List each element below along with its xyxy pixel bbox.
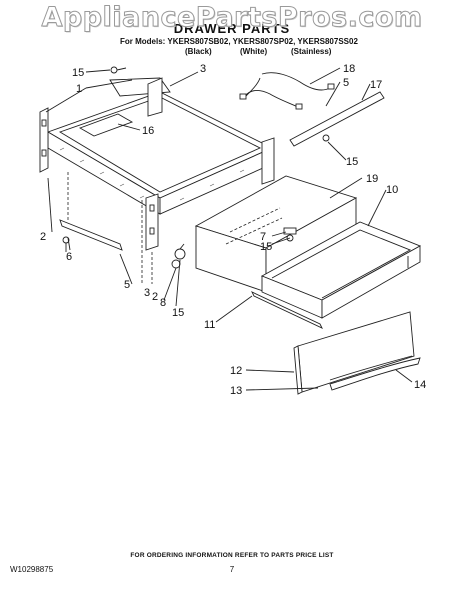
screw-top — [110, 66, 127, 74]
callout-1: 1 — [76, 83, 82, 95]
models-line: For Models: YKERS807SB02, YKERS807SP02, … — [120, 37, 358, 46]
callout-18: 18 — [343, 63, 355, 75]
variant-stainless: (Stainless) — [291, 47, 332, 56]
callout-13: 13 — [230, 385, 242, 397]
drawer-pan — [260, 221, 422, 319]
slide-rail-left — [59, 219, 123, 252]
callout-12: 12 — [230, 365, 242, 377]
callout-6: 6 — [66, 251, 72, 263]
diagram-title: DRAWER PARTS — [173, 21, 291, 36]
roller-assembly — [171, 243, 186, 269]
callout-17: 17 — [370, 79, 382, 91]
callout-2-left: 2 — [40, 231, 46, 243]
variant-white: (White) — [240, 47, 268, 56]
callout-5-top: 5 — [343, 77, 349, 89]
callout-3-bottom: 3 — [144, 287, 150, 299]
callout-7: 7 — [260, 231, 266, 243]
callout-15-bottom: 15 — [172, 307, 184, 319]
callout-3-top: 3 — [200, 63, 206, 75]
callout-14: 14 — [414, 379, 426, 391]
callout-2-bottom: 2 — [152, 291, 158, 303]
page-number: 7 — [229, 565, 235, 574]
drawer-front — [293, 311, 421, 395]
callout-19: 19 — [366, 173, 378, 185]
drawer-frame — [39, 77, 275, 284]
leader-lines — [45, 67, 413, 391]
variant-black: (Black) — [185, 47, 212, 56]
callout-8: 8 — [160, 297, 166, 309]
callout-11: 11 — [204, 319, 215, 331]
callout-5-bottom: 5 — [124, 279, 130, 291]
document-number: W10298875 — [10, 565, 54, 574]
wire-harness — [239, 72, 335, 110]
callout-15-mid: 15 — [260, 241, 272, 253]
slide-rail-right — [289, 91, 385, 147]
callout-15-right: 15 — [346, 156, 358, 168]
ordering-footer: FOR ORDERING INFORMATION REFER TO PARTS … — [130, 552, 334, 559]
callout-10: 10 — [386, 184, 398, 196]
callout-15-top: 15 — [72, 67, 84, 79]
drawer-rail — [251, 291, 323, 329]
callout-16: 16 — [142, 125, 154, 137]
callout-numbers: 15 1 3 16 18 5 17 15 19 10 2 6 7 15 5 3 … — [40, 63, 426, 397]
